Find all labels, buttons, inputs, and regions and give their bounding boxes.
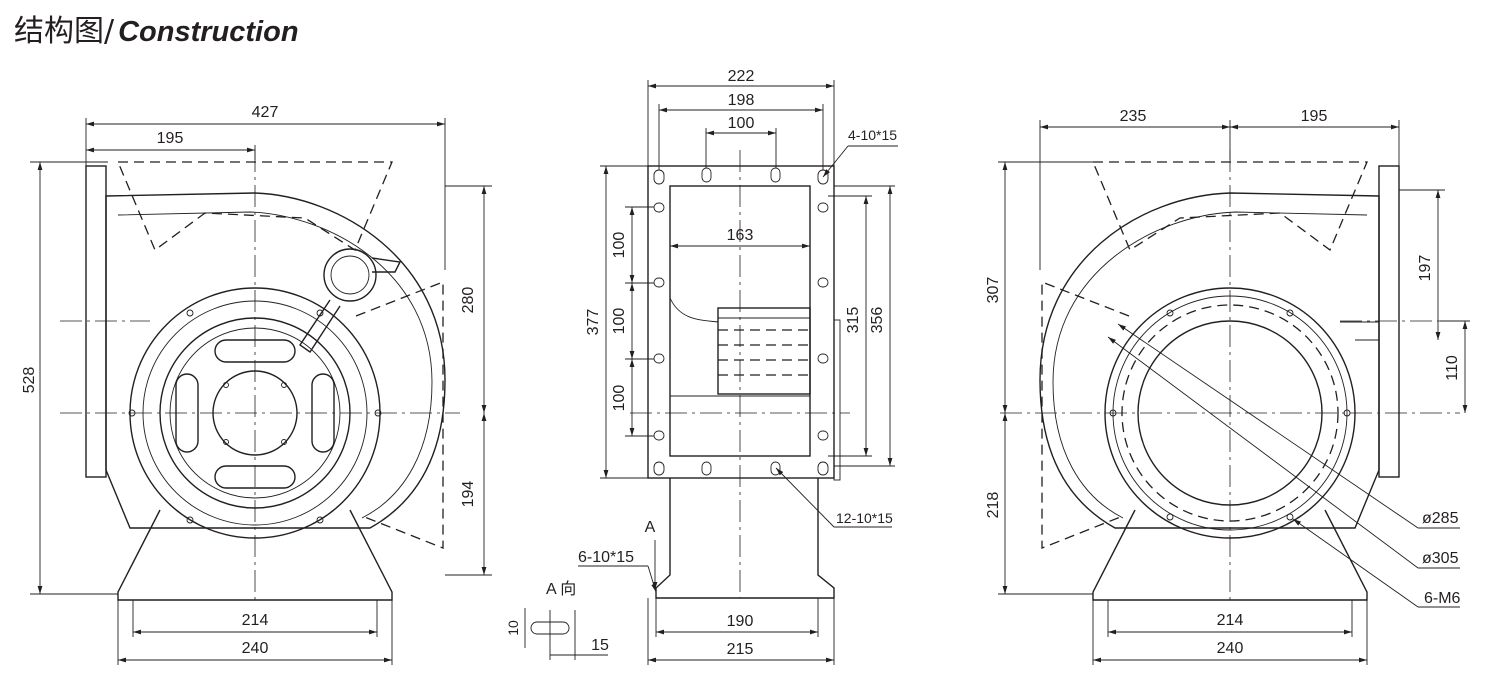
middle-dim-100-a: 100 [611, 232, 628, 259]
middle-dim-100-b: 100 [611, 308, 628, 335]
right-dia-305: ø305 [1422, 550, 1459, 567]
middle-holes-top: 4-10*15 [848, 127, 897, 143]
middle-dim-215: 215 [727, 641, 754, 658]
right-view: ø285 ø305 6-M6 235 195 307 218 197 110 2… [985, 108, 1470, 665]
right-housing-outline [1039, 192, 1380, 529]
right-outlet-flange [1378, 165, 1400, 478]
middle-flange-outer [647, 165, 835, 479]
middle-holes-base: 6-10*15 [578, 549, 634, 566]
detail-slot [530, 621, 570, 635]
left-view: 427 195 528 280 194 214 240 [21, 104, 492, 665]
middle-dim-163: 163 [727, 227, 754, 244]
left-outlet-dashed [117, 161, 393, 252]
middle-view: 222 198 100 163 377 100 100 100 315 356 … [505, 68, 898, 665]
middle-dim-100-c: 100 [611, 385, 628, 412]
left-dim-214: 214 [242, 612, 269, 629]
right-dim-240: 240 [1217, 640, 1244, 657]
middle-base [655, 478, 835, 599]
page-title: 结构图/Construction [14, 6, 299, 50]
right-dim-218: 218 [985, 492, 1002, 519]
left-housing-outline [105, 192, 446, 529]
middle-dim-100-top: 100 [728, 115, 755, 132]
title-chinese: 结构图/ [14, 14, 115, 49]
left-dim-528: 528 [21, 367, 38, 394]
right-outlet-dashed [1092, 161, 1368, 252]
left-capacitor [323, 248, 377, 302]
right-dim-235: 235 [1120, 108, 1147, 125]
right-dim-197: 197 [1417, 255, 1434, 282]
middle-dim-315: 315 [845, 307, 862, 334]
left-dim-240: 240 [242, 640, 269, 657]
middle-view-direction: A 向 [546, 580, 576, 598]
right-dim-110: 110 [1444, 355, 1461, 381]
middle-impeller [717, 307, 811, 395]
left-dim-194: 194 [460, 481, 477, 508]
left-inlet-flange [85, 165, 107, 478]
right-dim-195: 195 [1301, 108, 1328, 125]
middle-dim-198: 198 [728, 92, 755, 109]
left-dim-195: 195 [157, 130, 184, 147]
left-dim-280: 280 [460, 287, 477, 314]
right-thread: 6-M6 [1424, 590, 1461, 607]
middle-dim-190: 190 [727, 613, 754, 630]
right-dim-307: 307 [985, 277, 1002, 304]
right-dim-214: 214 [1217, 612, 1244, 629]
middle-dim-356: 356 [869, 307, 886, 334]
left-dim-427: 427 [252, 104, 279, 121]
right-dia-285: ø285 [1422, 510, 1459, 527]
title-english: Construction [118, 16, 299, 48]
middle-slot-height: 10 [505, 620, 521, 636]
middle-dim-377: 377 [585, 309, 602, 336]
middle-dim-222: 222 [728, 68, 755, 85]
middle-view-label: A [645, 519, 656, 536]
middle-slot-length: 15 [591, 637, 609, 654]
middle-holes-side: 12-10*15 [836, 510, 893, 526]
